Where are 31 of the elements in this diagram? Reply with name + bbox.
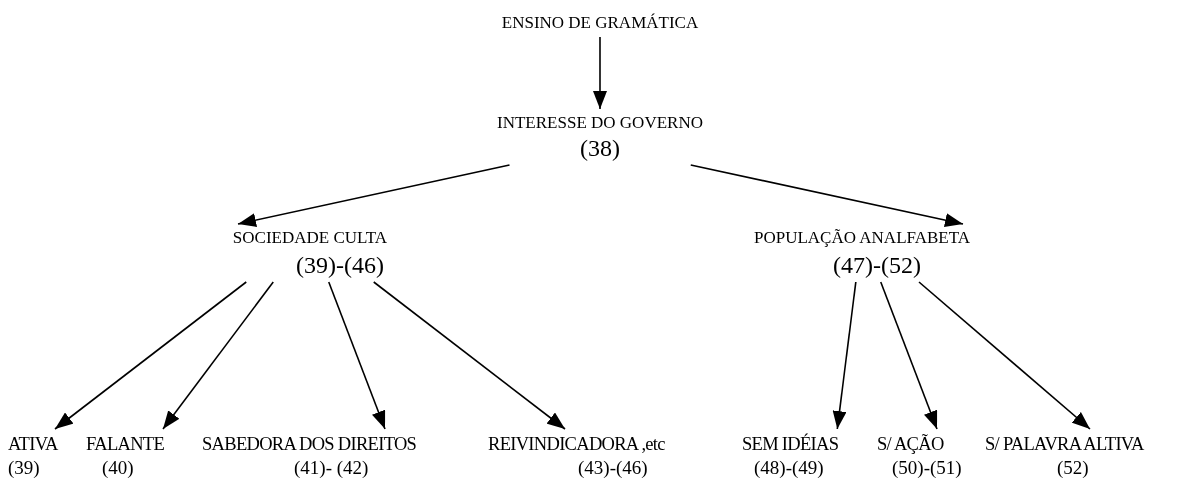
node-label: POPULAÇÃO ANALFABETA [753,227,970,249]
arrow [162,281,275,430]
arrow [327,281,386,430]
reference-number: (39)-(46) [296,251,384,279]
arrow [918,281,1091,430]
node-label: REIVINDICADORA ,etc [488,433,665,456]
node-label: S/ AÇÃO [877,433,944,456]
node-label: ENSINO DE GRAMÁTICA [501,12,699,34]
arrow [879,281,938,430]
node-label: INTERESSE DO GOVERNO [497,112,703,134]
node-label: FALANTE [86,433,164,456]
arrow [593,36,607,110]
reference-number: (39) [8,456,40,480]
arrow [237,164,511,227]
node-label: S/ PALAVRA ALTIVA [985,433,1144,456]
reference-number: (48)-(49) [754,456,824,480]
reference-number: (40) [102,456,134,480]
reference-number: (43)-(46) [578,456,648,480]
reference-number: (52) [1057,456,1089,480]
node-label: SOCIEDADE CULTA [232,227,388,249]
reference-number: (38) [580,134,620,162]
arrow [54,281,248,430]
reference-number: (47)-(52) [833,251,921,279]
node-label: SABEDORA DOS DIREITOS [202,433,417,456]
reference-number: (41)- (42) [294,456,369,480]
node-label: SEM IDÉIAS [742,432,839,456]
arrow [689,164,964,228]
node-label: ATIVA [8,433,58,456]
arrow [372,281,566,430]
reference-number: (50)-(51) [892,456,962,480]
arrow [832,281,857,430]
